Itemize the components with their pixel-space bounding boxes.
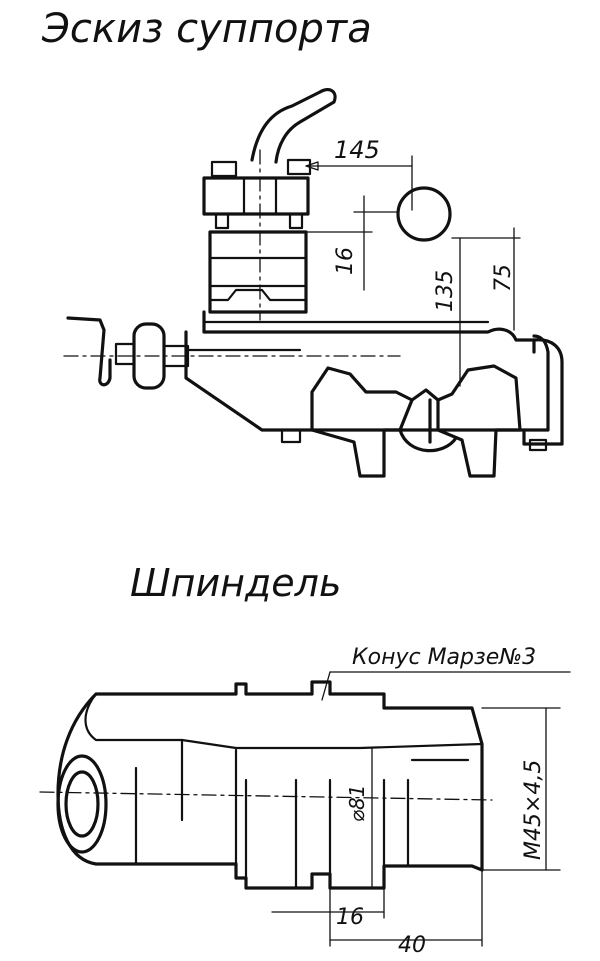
dim-16: 16 bbox=[333, 247, 358, 275]
support-assembly: 145 16 135 75 bbox=[63, 88, 564, 478]
tool-holder bbox=[202, 176, 310, 216]
hub bbox=[114, 342, 136, 366]
title-support: Эскиз суппорта bbox=[41, 6, 372, 52]
title-spindle: Шпиндель bbox=[130, 561, 341, 605]
dim-16-spindle: 16 bbox=[336, 905, 364, 930]
dim-40: 40 bbox=[398, 933, 426, 958]
crank-handle bbox=[66, 316, 112, 387]
dim-135: 135 bbox=[433, 270, 458, 312]
guideway-left bbox=[310, 366, 414, 478]
spindle-outline bbox=[56, 680, 484, 890]
nut-right bbox=[286, 158, 312, 176]
workpiece-section bbox=[396, 186, 452, 242]
cross-slide bbox=[202, 310, 536, 354]
carriage-body bbox=[184, 330, 550, 432]
nut-left bbox=[210, 160, 238, 178]
dim-75: 75 bbox=[491, 264, 516, 292]
spindle-bore-end bbox=[56, 754, 108, 854]
spindle-assembly: Конус Марзе№3 М45×4,5 ⌀81 16 40 bbox=[39, 645, 571, 958]
diameter-label: ⌀81 bbox=[345, 785, 369, 823]
dim-145: 145 bbox=[334, 136, 380, 164]
toolpost-handle bbox=[250, 88, 337, 164]
spindle-section bbox=[84, 680, 484, 750]
guideway-right bbox=[436, 364, 522, 478]
thread-label: М45×4,5 bbox=[521, 760, 546, 860]
taper-label: Конус Марзе№3 bbox=[352, 645, 536, 670]
